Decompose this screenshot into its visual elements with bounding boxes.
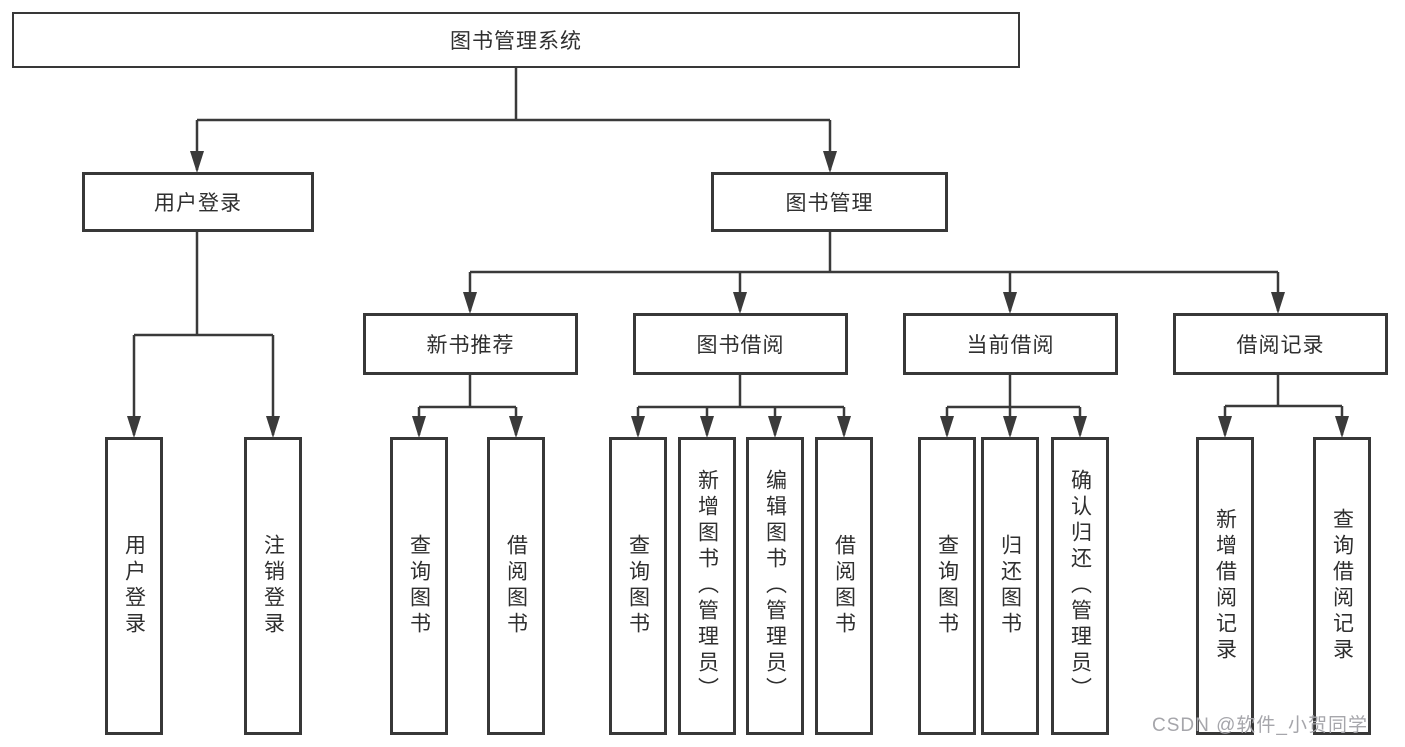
leaf-label: 用户登录 [122, 534, 146, 638]
leaf-label: 查询图书 [935, 534, 959, 638]
node-user-login: 用户登录 [82, 172, 314, 232]
leaf-query-books: 查询图书 [609, 437, 667, 735]
leaf-add-borrow-record: 新增借阅记录 [1196, 437, 1254, 735]
leaf-label: 编辑图书（管理员） [763, 469, 787, 703]
leaf-logout: 注销登录 [244, 437, 302, 735]
watermark: CSDN @软件_小贺同学 [1152, 715, 1368, 736]
leaf-label: 新增借阅记录 [1213, 508, 1237, 664]
leaf-confirm-return-admin: 确认归还（管理员） [1051, 437, 1109, 735]
leaf-query-borrow-record: 查询借阅记录 [1313, 437, 1371, 735]
leaf-label: 借阅图书 [832, 534, 856, 638]
leaf-label: 确认归还（管理员） [1068, 469, 1092, 703]
leaf-label: 查询图书 [626, 534, 650, 638]
leaf-add-book-admin: 新增图书（管理员） [678, 437, 736, 735]
leaf-label: 查询图书 [407, 534, 431, 638]
node-borrow-record: 借阅记录 [1173, 313, 1388, 375]
node-new-book-recommend: 新书推荐 [363, 313, 578, 375]
leaf-label: 新增图书（管理员） [695, 469, 719, 703]
node-book-borrow: 图书借阅 [633, 313, 848, 375]
leaf-borrow-books: 借阅图书 [487, 437, 545, 735]
leaf-query-books: 查询图书 [390, 437, 448, 735]
leaf-label: 借阅图书 [504, 534, 528, 638]
leaf-borrow-books: 借阅图书 [815, 437, 873, 735]
leaf-label: 归还图书 [998, 534, 1022, 638]
node-current-borrow: 当前借阅 [903, 313, 1118, 375]
leaf-return-book: 归还图书 [981, 437, 1039, 735]
leaf-user-login: 用户登录 [105, 437, 163, 735]
leaf-edit-book-admin: 编辑图书（管理员） [746, 437, 804, 735]
leaf-label: 查询借阅记录 [1330, 508, 1354, 664]
leaf-query-books: 查询图书 [918, 437, 976, 735]
node-library-management-system: 图书管理系统 [12, 12, 1020, 68]
node-book-management: 图书管理 [711, 172, 948, 232]
leaf-label: 注销登录 [261, 534, 285, 638]
arrowhead-icons [127, 151, 1349, 438]
